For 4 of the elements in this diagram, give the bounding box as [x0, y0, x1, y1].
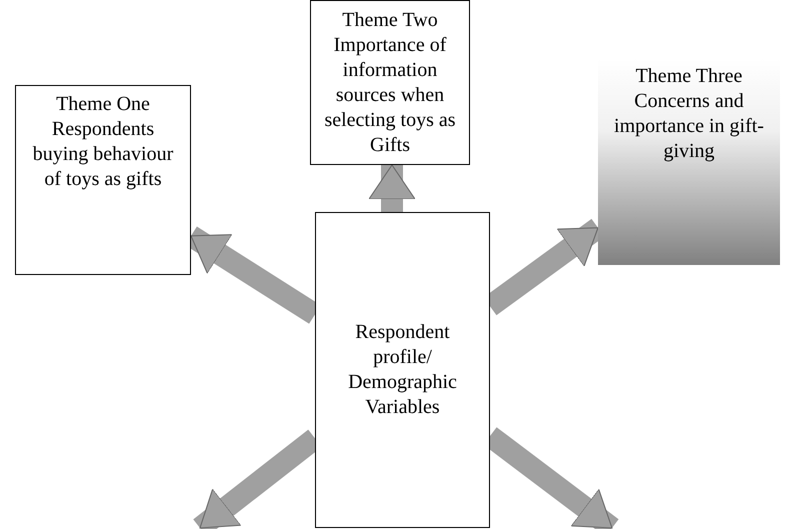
theme-box: Theme Two Importance of information sources when selecting toys as Gifts [310, 0, 470, 165]
block-arrow [368, 164, 416, 212]
center-box: Respondent profile/ Demographic Variables [315, 212, 490, 528]
theme-box: Theme One Respondents buying behaviour of toys as gifts [15, 85, 191, 275]
